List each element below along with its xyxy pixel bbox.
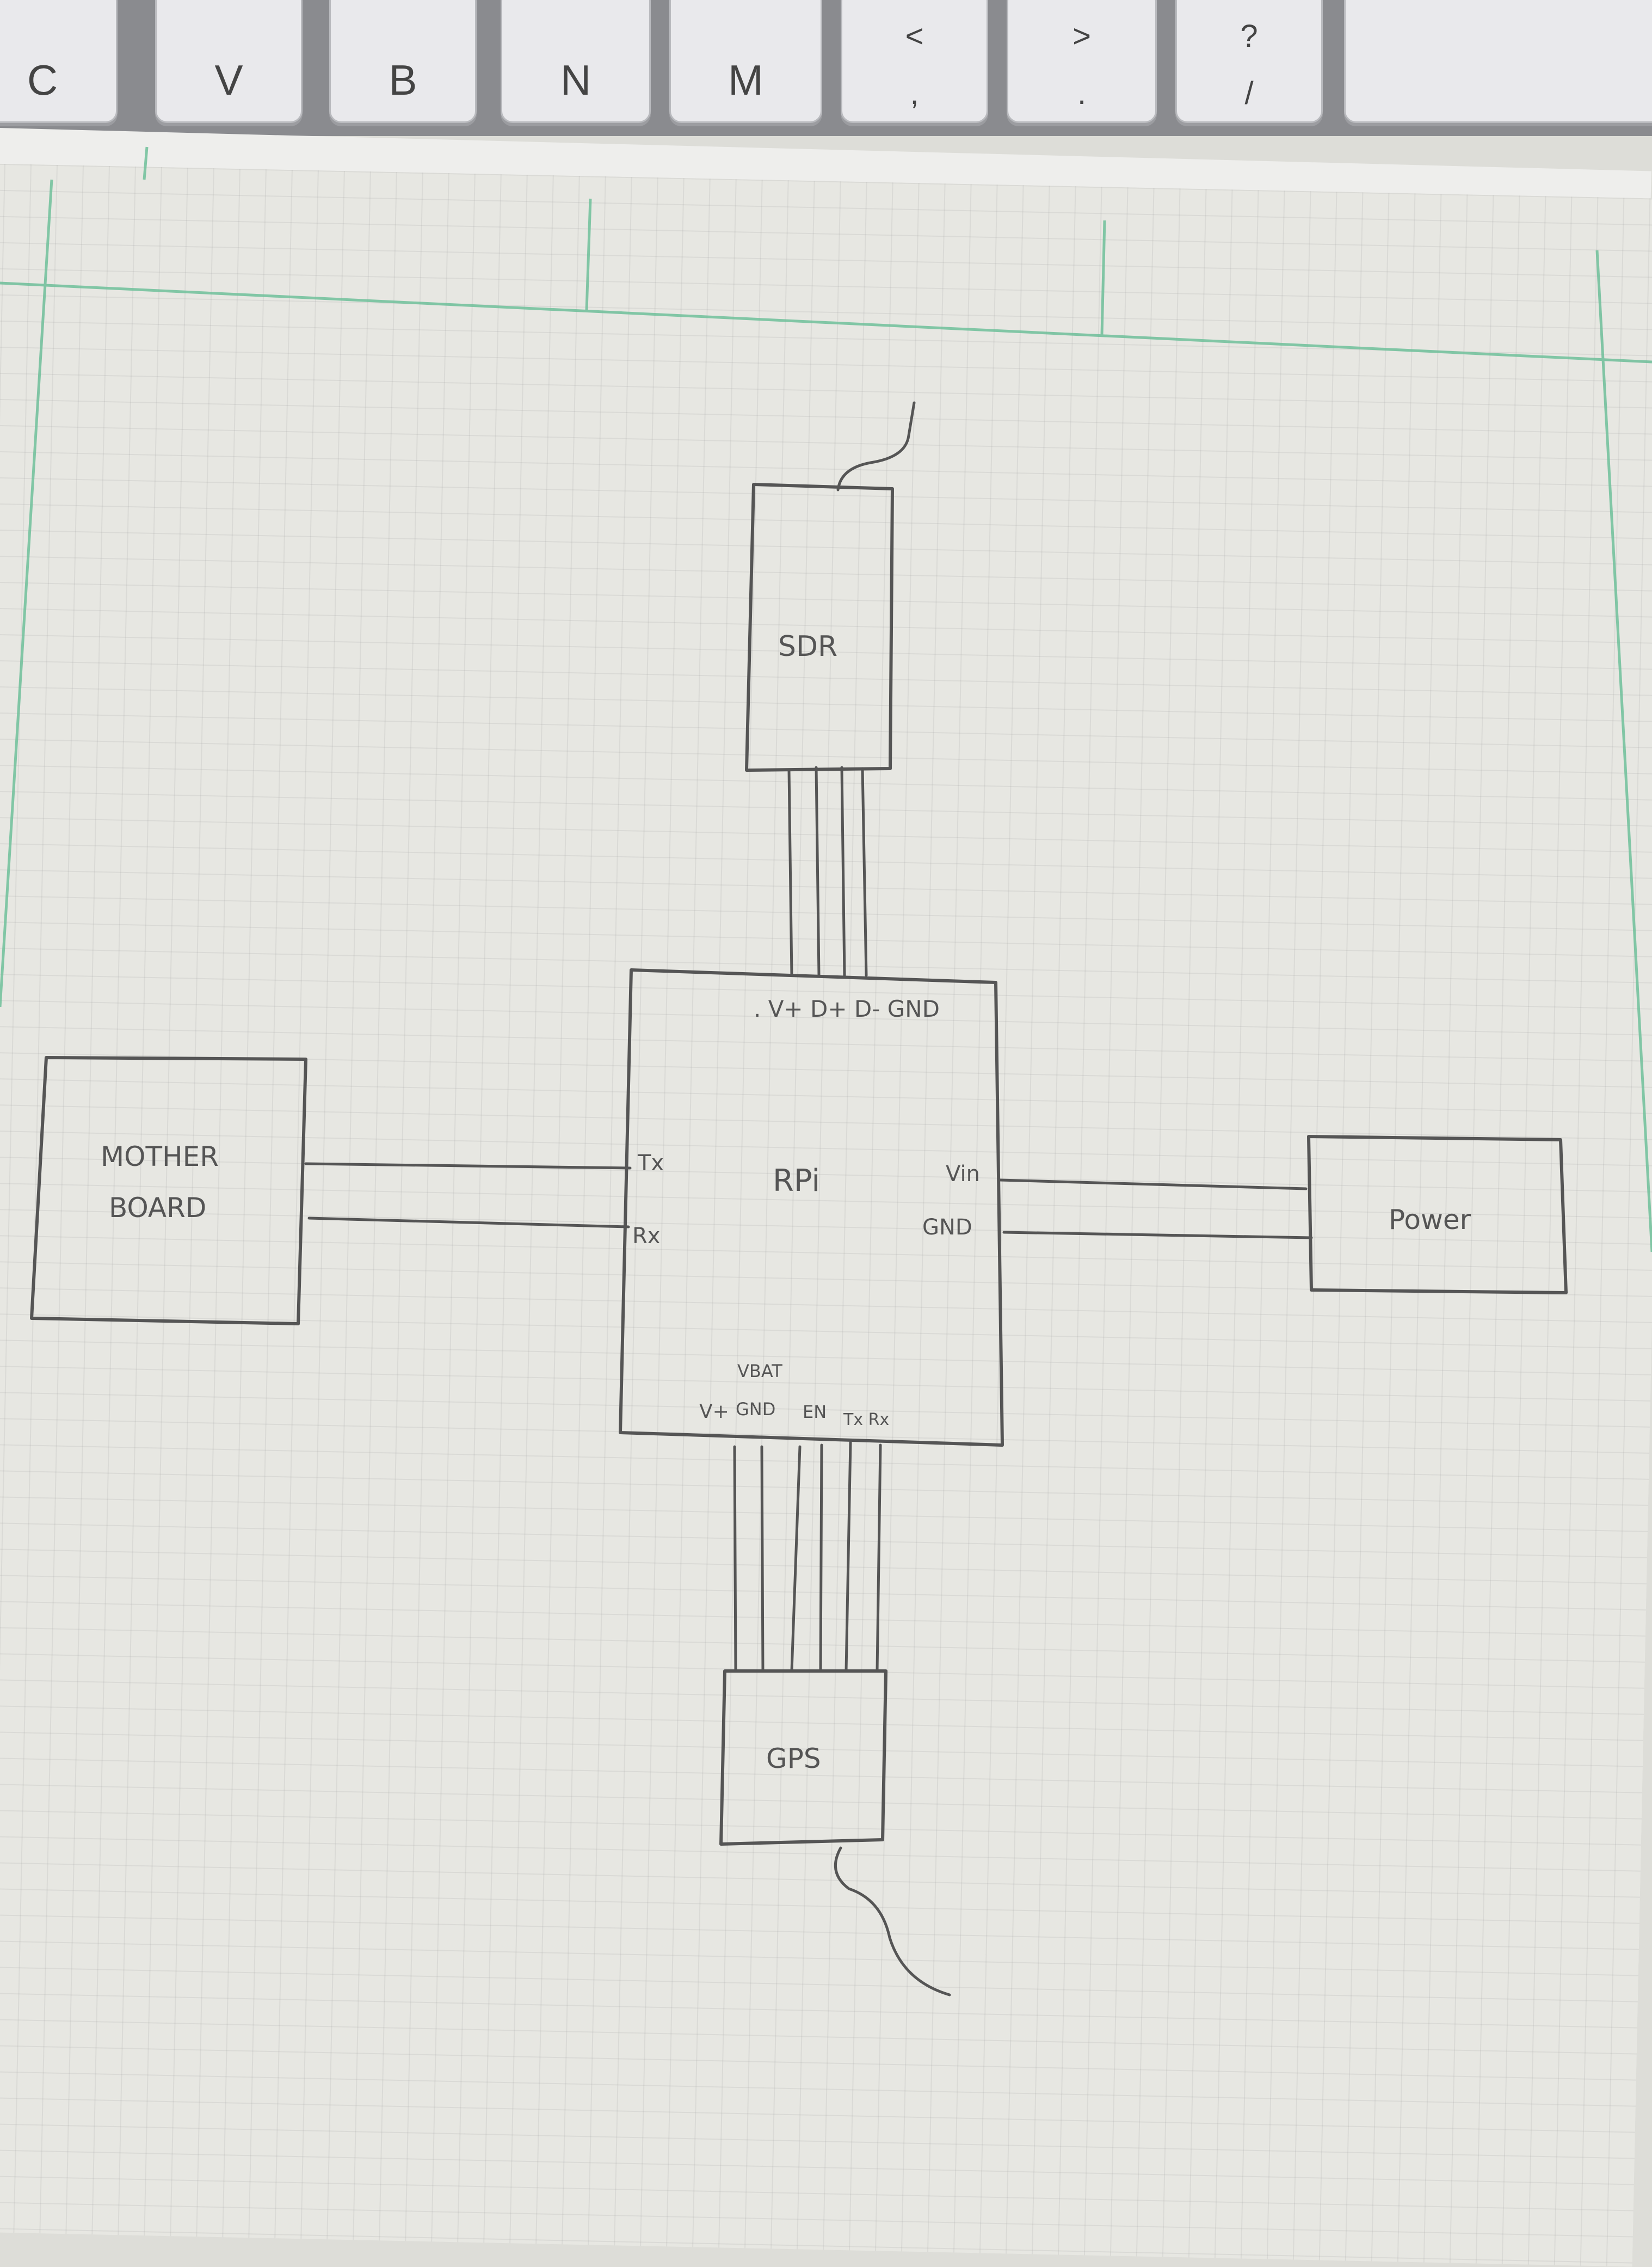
gps-wire-tx bbox=[845, 1441, 852, 1673]
gps-block bbox=[719, 1669, 887, 1846]
rpi-vbat-pin-label: VBAT bbox=[737, 1361, 782, 1381]
key-v: V bbox=[155, 0, 303, 123]
keyboard: C V B N M < , > . ? / bbox=[0, 0, 1652, 136]
sdr-label: SDR bbox=[778, 630, 837, 663]
gps-wire-gnd bbox=[760, 1445, 765, 1673]
key-m: M bbox=[669, 0, 822, 123]
gps-wire-vbat bbox=[790, 1445, 802, 1673]
power-block bbox=[1307, 1135, 1568, 1294]
key-m-label: M bbox=[728, 56, 763, 104]
key-n-label: N bbox=[560, 56, 591, 104]
rpi-vplus-pin-label: V+ bbox=[699, 1400, 729, 1423]
key-comma-upper: < bbox=[905, 19, 924, 54]
sdr-wire-dplus bbox=[815, 766, 821, 977]
labels: SDR RPi MOTHER BOARD Power GPS . V+ D+ D… bbox=[101, 630, 1471, 1774]
gps-wire-rx bbox=[876, 1443, 882, 1673]
sdr-block bbox=[745, 483, 894, 772]
power-label: Power bbox=[1389, 1204, 1471, 1236]
key-slash-upper: ? bbox=[1240, 19, 1258, 54]
power-wire-vin bbox=[998, 1178, 1308, 1190]
motherboard-wire-rx bbox=[307, 1217, 630, 1228]
connection-lines bbox=[304, 401, 1313, 1996]
key-comma: < , bbox=[841, 0, 988, 123]
key-slash: ? / bbox=[1175, 0, 1323, 123]
key-period-upper: > bbox=[1072, 19, 1091, 54]
rpi-txrx-pin-label: Tx Rx bbox=[843, 1410, 889, 1429]
motherboard-wire-tx bbox=[304, 1162, 632, 1170]
rpi-en-pin-label: EN bbox=[803, 1402, 827, 1422]
power-wire-gnd bbox=[1002, 1231, 1313, 1239]
gps-label: GPS bbox=[766, 1743, 821, 1774]
key-slash-lower: / bbox=[1244, 76, 1254, 111]
key-comma-lower: , bbox=[910, 76, 919, 111]
graph-paper-major-lines bbox=[0, 146, 1652, 1252]
blocks bbox=[30, 483, 1568, 1846]
key-period: > . bbox=[1007, 0, 1157, 123]
key-b: B bbox=[329, 0, 477, 123]
sdr-wire-gnd bbox=[861, 767, 868, 977]
key-period-lower: . bbox=[1077, 76, 1087, 111]
key-right-shift bbox=[1344, 0, 1652, 123]
motherboard-label-line1: MOTHER bbox=[101, 1141, 219, 1172]
rpi-top-pin-labels: . V+ D+ D- GND bbox=[754, 996, 940, 1022]
rpi-gnd-bottom-pin-label: GND bbox=[736, 1399, 775, 1420]
sdr-wire-vplus bbox=[787, 769, 793, 977]
gps-wire-vplus bbox=[733, 1445, 737, 1673]
rpi-vin-pin-label: Vin bbox=[946, 1162, 980, 1187]
rpi-tx-pin-label: Tx bbox=[637, 1151, 664, 1176]
key-c-label: C bbox=[27, 56, 58, 104]
rpi-rx-pin-label: Rx bbox=[632, 1224, 660, 1249]
rpi-block bbox=[619, 968, 1004, 1447]
block-diagram: SDR RPi MOTHER BOARD Power GPS . V+ D+ D… bbox=[0, 146, 1652, 1996]
key-b-label: B bbox=[389, 56, 417, 104]
key-v-label: V bbox=[214, 56, 243, 104]
motherboard-label-line2: BOARD bbox=[109, 1192, 206, 1224]
gps-antenna bbox=[834, 1846, 951, 1996]
rpi-gnd-pin-label: GND bbox=[922, 1215, 972, 1240]
sdr-wire-dminus bbox=[840, 766, 846, 977]
gps-wire-en bbox=[819, 1443, 823, 1673]
rpi-label: RPi bbox=[773, 1163, 820, 1199]
motherboard-block bbox=[30, 1056, 307, 1325]
sdr-antenna bbox=[836, 401, 916, 492]
key-c: C bbox=[0, 0, 118, 123]
key-n: N bbox=[501, 0, 651, 123]
